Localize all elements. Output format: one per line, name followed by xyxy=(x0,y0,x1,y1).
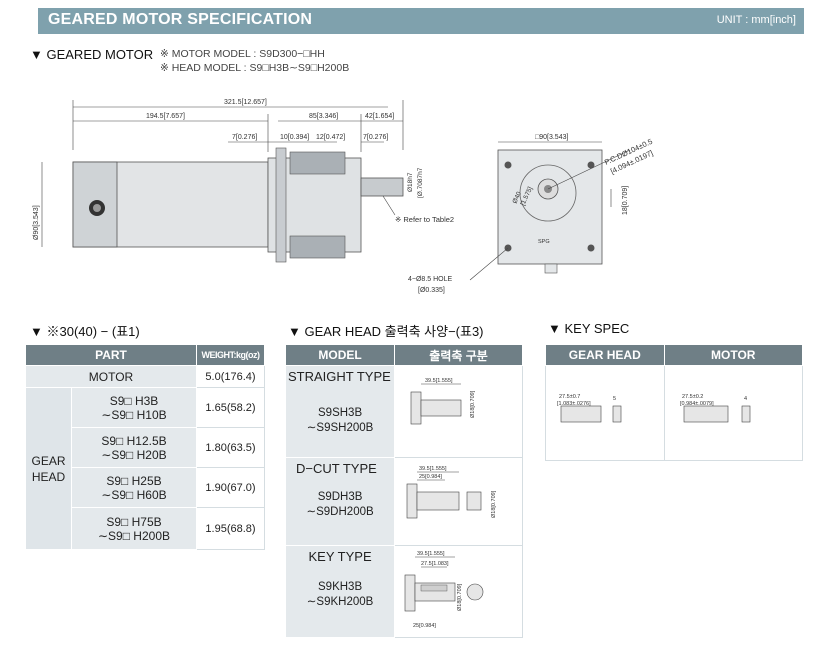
keyspec-header-gear: GEAR HEAD xyxy=(545,344,665,366)
table1-heading: ▼ ※30(40) − (표1) xyxy=(30,324,140,339)
dim-18: 18[0.709] xyxy=(622,186,629,215)
motor-key-width: 4 xyxy=(744,396,747,402)
output-shaft xyxy=(360,177,404,197)
model-line-1: S9□ H12.5B xyxy=(101,433,167,448)
key-shaft-figure: 39.5[1.555] 27.5[1.083] 25[0.984] Ø18[0.… xyxy=(404,551,483,629)
dcut-shaft-figure-cell: 39.5[1.555] 25[0.984] Ø18[0.709] xyxy=(394,457,523,546)
mount-hole-br xyxy=(587,244,595,252)
hole-note-inch: [Ø0.335] xyxy=(418,287,445,294)
gear-key-figure-cell: 27.5±0.7 [1.083±.0276] 5 xyxy=(545,365,665,461)
straight-len: 39.5[1.555] xyxy=(425,378,453,384)
dim-square: □90[3.543] xyxy=(535,134,568,141)
shaft-dia-inch: [Ø.7087h7 xyxy=(417,167,424,198)
motor-model-note: ※ MOTOR MODEL : S9D300−□HH xyxy=(160,48,325,60)
model-line-1: S9□ H3B xyxy=(109,393,159,408)
weight-row-1-value: 1.65(58.2) xyxy=(196,387,265,428)
dim-7a: 7[0.276] xyxy=(232,134,257,141)
dcut-model-2: ∼S9DH200B xyxy=(306,506,374,518)
weight-row-3-model: S9□ H25B ∼S9□ H60B xyxy=(71,467,197,508)
brand-mark: SPG xyxy=(538,239,550,245)
motor-key-figure-cell: 27.5±0.2 [0.984±.0079] 4 xyxy=(663,365,803,461)
gear-head-label: GEAR HEAD xyxy=(31,453,66,484)
dcut-model-1: S9DH3B xyxy=(317,491,363,503)
table3-heading: ▼ GEAR HEAD 출력축 사양−(표3) xyxy=(288,324,484,339)
keyspec-header-motor: MOTOR xyxy=(663,344,803,366)
straight-dia: Ø18[0.709] xyxy=(470,390,476,418)
model-line-2: ∼S9□ H60B xyxy=(101,487,167,502)
keyspec-heading: ▼ KEY SPEC xyxy=(548,321,630,336)
page-title: GEARED MOTOR SPECIFICATION xyxy=(48,11,313,28)
key-slot-len: 27.5[1.083] xyxy=(421,561,449,567)
model-line-1: S9□ H25B xyxy=(106,473,162,488)
hole-note: 4−Ø8.5 HOLE xyxy=(408,276,452,283)
model-line-1: S9□ H75B xyxy=(106,514,162,529)
straight-shaft-figure-cell: 39.5[1.555] Ø18[0.709] xyxy=(394,365,523,458)
output-shaft-table: MODEL 출력축 구분 STRAIGHT TYPE S9SH3B ∼S9SH2… xyxy=(284,344,523,638)
key-base-len: 25[0.984] xyxy=(413,623,436,629)
dcut-len: 39.5[1.555] xyxy=(419,466,447,472)
weight-table: PART WEIGHT:kg(oz) MOTOR 5.0(176.4) GEAR… xyxy=(25,344,265,550)
straight-type-cell: STRAIGHT TYPE S9SH3B ∼S9SH200B xyxy=(284,365,396,458)
key-model-1: S9KH3B xyxy=(318,581,363,593)
shaft-table-header-type: 출력축 구분 xyxy=(394,344,523,366)
key-type-cell: KEY TYPE S9KH3B ∼S9KH200B xyxy=(284,545,396,638)
gear-key-len-inch: [1.083±.0276] xyxy=(557,401,591,407)
key-len: 39.5[1.555] xyxy=(417,551,445,557)
straight-shaft-figure: 39.5[1.555] Ø18[0.709] xyxy=(410,378,476,425)
dcut-type-label: D−CUT TYPE xyxy=(296,461,377,476)
straight-type-label: STRAIGHT TYPE xyxy=(288,369,391,384)
weight-table-header-weight: WEIGHT:kg(oz) xyxy=(196,344,265,366)
motor-drawing: 321.5[12.657] 194.5[7.657] 85[3.346] 42[… xyxy=(33,99,654,294)
key-spec-table: GEAR HEAD MOTOR 27.5±0.7 [1.083±.0276] 5… xyxy=(545,344,803,461)
dim-dia90: Ø90[3.543] xyxy=(33,205,40,240)
shaft-table-header-model: MODEL xyxy=(284,344,396,366)
dim-total-length: 321.5[12.657] xyxy=(224,99,267,106)
key-shaft-figure-cell: 39.5[1.555] 27.5[1.083] 25[0.984] Ø18[0.… xyxy=(394,545,523,638)
weight-row-4-model: S9□ H75B ∼S9□ H200B xyxy=(71,507,197,550)
weight-row-2-value: 1.80(63.5) xyxy=(196,427,265,468)
header-bar xyxy=(38,8,804,34)
dim-12: 12[0.472] xyxy=(316,134,345,141)
dim-7b: 7[0.276] xyxy=(363,134,388,141)
gear-key-width: 5 xyxy=(613,396,616,402)
head-model-note: ※ HEAD MODEL : S9□H3B∼S9□H200B xyxy=(160,62,350,74)
gear-key-figure: 27.5±0.7 [1.083±.0276] 5 xyxy=(557,394,622,422)
refer-table-note: ※ Refer to Table2 xyxy=(395,215,454,224)
key-model-2: ∼S9KH200B xyxy=(306,596,374,608)
motor-label: MOTOR xyxy=(25,365,197,388)
dcut-type-cell: D−CUT TYPE S9DH3B ∼S9DH200B xyxy=(284,457,396,546)
gear-head-front xyxy=(497,149,603,265)
dim-head-length: 85[3.346] xyxy=(309,113,338,120)
model-line-2: ∼S9□ H200B xyxy=(97,528,170,543)
dim-body-length: 194.5[7.657] xyxy=(146,113,185,120)
mount-hole-tl xyxy=(504,161,512,169)
motor-key-len-inch: [0.984±.0079] xyxy=(680,401,714,407)
key-dia: Ø18[0.709] xyxy=(457,583,463,611)
model-line-2: ∼S9□ H10B xyxy=(101,407,167,422)
dim-d40: Ø40 xyxy=(511,190,523,204)
straight-model-2: ∼S9SH200B xyxy=(306,422,374,434)
key-type-label: KEY TYPE xyxy=(308,549,372,564)
motor-key-len: 27.5±0.2 xyxy=(682,394,703,400)
motor-key-figure: 27.5±0.2 [0.984±.0079] 4 xyxy=(680,394,751,422)
dcut-dia: Ø18[0.709] xyxy=(491,490,497,518)
weight-row-3-value: 1.90(67.0) xyxy=(196,467,265,508)
geared-motor-heading: ▼ GEARED MOTOR xyxy=(30,47,154,62)
unit-label: UNIT : mm[inch] xyxy=(716,14,796,26)
dim-10: 10[0.394] xyxy=(280,134,309,141)
shaft-dia-mm: Ø18h7 xyxy=(407,172,414,192)
motor-weight: 5.0(176.4) xyxy=(196,365,265,388)
dim-shaft-length: 42[1.654] xyxy=(365,113,394,120)
weight-row-1-model: S9□ H3B ∼S9□ H10B xyxy=(71,387,197,428)
model-line-2: ∼S9□ H20B xyxy=(101,447,167,462)
dcut-flat-len: 25[0.984] xyxy=(419,474,442,480)
straight-model-1: S9SH3B xyxy=(318,407,363,419)
dcut-shaft-figure: 39.5[1.555] 25[0.984] Ø18[0.709] xyxy=(406,466,497,519)
weight-table-header-part: PART xyxy=(25,344,197,366)
gear-key-len: 27.5±0.7 xyxy=(559,394,580,400)
weight-row-2-model: S9□ H12.5B ∼S9□ H20B xyxy=(71,427,197,468)
mount-hole-tr xyxy=(587,161,595,169)
weight-row-4-value: 1.95(68.8) xyxy=(196,507,265,550)
